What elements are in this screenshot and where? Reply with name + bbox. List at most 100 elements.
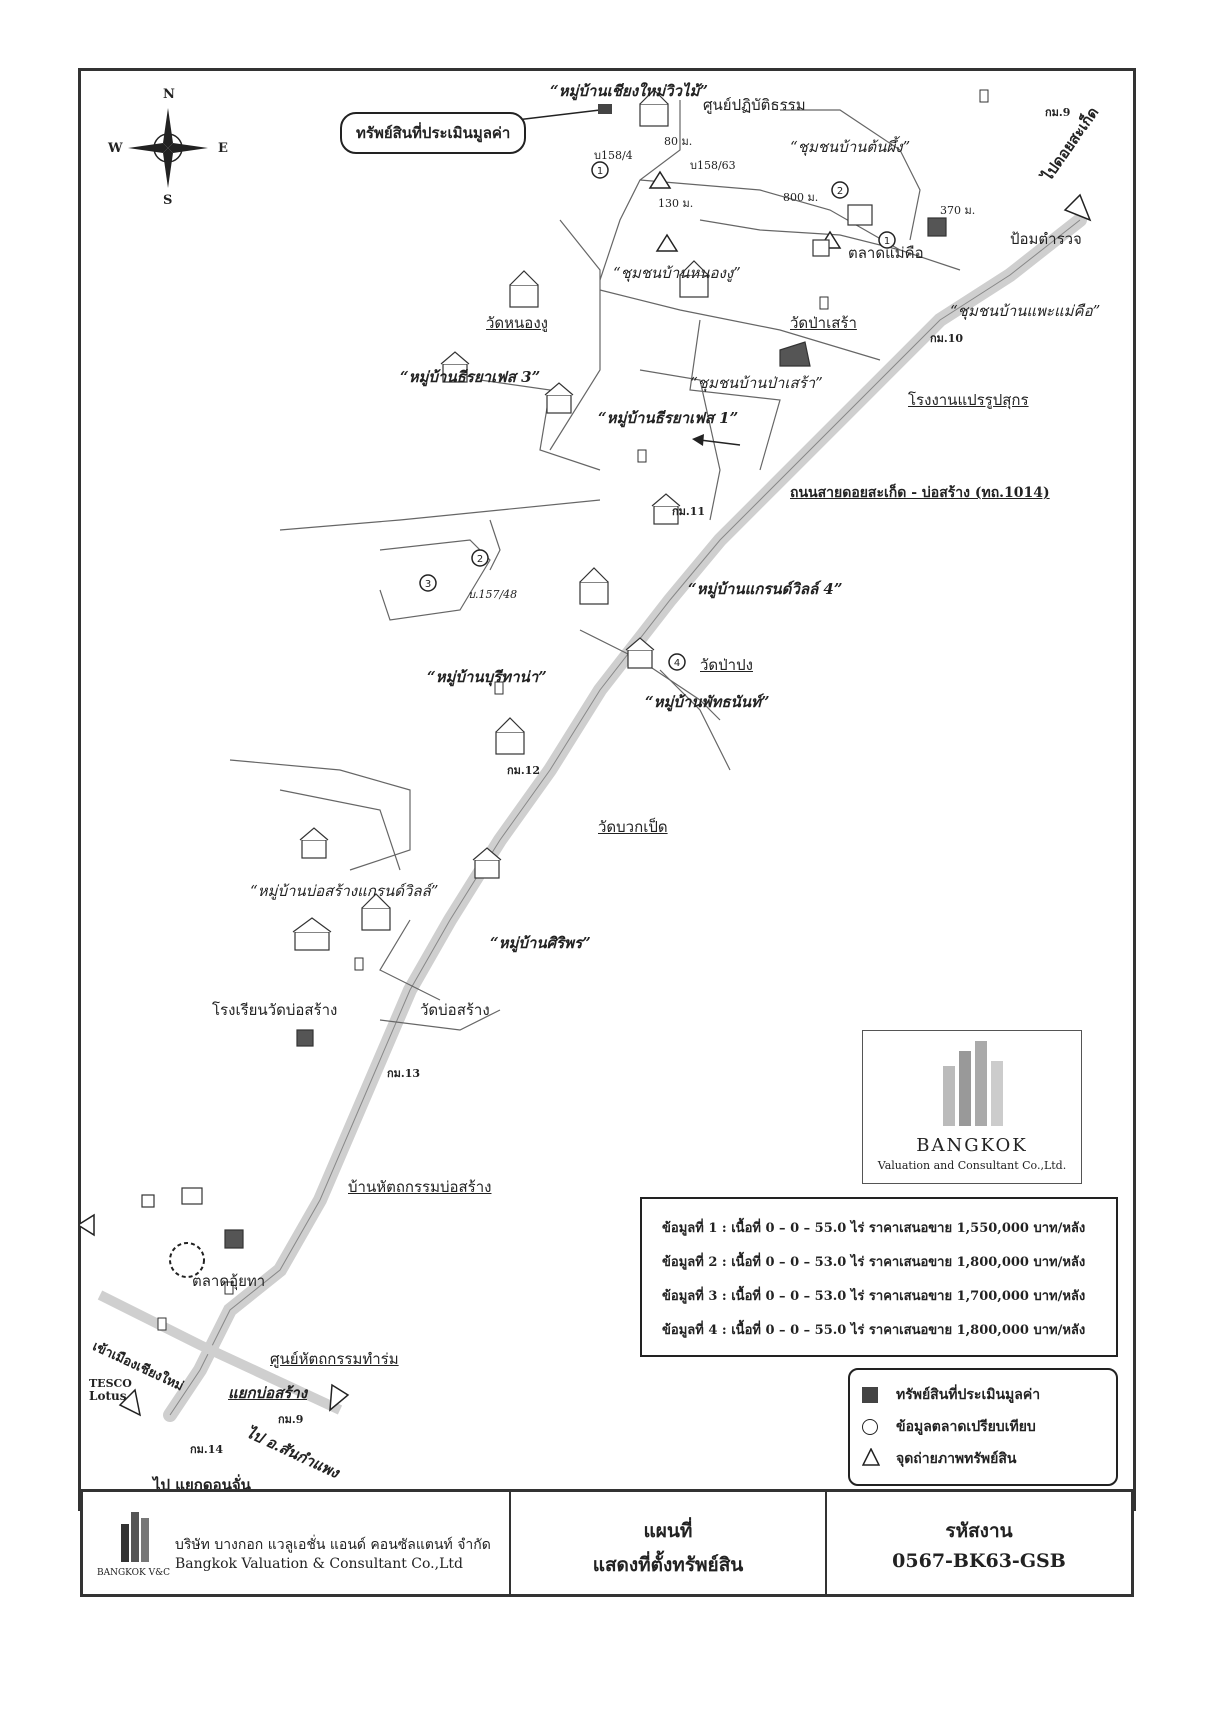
photo-triangle-icon [861, 1447, 881, 1470]
police-icon [927, 217, 947, 237]
legend-comparable: ข้อมูลตลาดเปรียบเทียบ [862, 1416, 1036, 1438]
label-village-teerawet1: “หมู่บ้านธีรยาเฟส 1” [598, 409, 739, 427]
label-km13: กม.13 [387, 1067, 421, 1080]
label-meditation-center: ศูนย์ปฏิบัติธรรม [703, 96, 806, 114]
legend-photo: จุดถ่ายภาพทรัพย์สิน [861, 1447, 1016, 1470]
subject-square-icon [862, 1387, 878, 1403]
footer-logo-icon [121, 1512, 149, 1562]
footer-company-en: Bangkok Valuation & Consultant Co.,Ltd [175, 1556, 463, 1572]
label-market-maekue: ตลาดแม่คือ [848, 244, 924, 262]
market-utha-icon [181, 1187, 203, 1205]
school-icon [294, 931, 330, 951]
label-village-bureerum: “หมู่บ้านบุรีทาน่า” [427, 668, 547, 686]
comparable-row-2: ข้อมูลที่ 2 : เนื้อที่ 0 – 0 – 53.0 ไร่ … [662, 1255, 1086, 1270]
label-wat-pasao: วัดป่าเสร้า [790, 314, 857, 332]
photo-point-markers [648, 170, 842, 252]
legend-subject: ทรัพย์สินที่ประเมินมูลค่า [862, 1384, 1040, 1406]
company-logo-graphic [943, 1041, 1003, 1126]
footer-title-line1: แผนที่ [643, 1520, 693, 1542]
label-km12: กม.12 [507, 764, 541, 777]
label-junction-borsang: แยกบ่อสร้าง [228, 1384, 308, 1402]
svg-text:2: 2 [837, 186, 843, 197]
svg-text:2: 2 [477, 554, 483, 565]
compass-w: W [108, 141, 123, 156]
svg-text:4: 4 [674, 658, 680, 669]
label-village-siriporn: “หมู่บ้านศิริพร” [490, 934, 591, 952]
compass-n: N [163, 87, 175, 102]
label-b158-63: บ158/63 [690, 159, 736, 172]
label-handicraft-center: ศูนย์หัตถกรรมทำร่ม [270, 1350, 399, 1368]
label-b157-48: บ.157/48 [468, 588, 518, 601]
label-wat-borsang: วัดบ่อสร้าง [420, 1001, 490, 1019]
tesco-icon [141, 1194, 155, 1208]
label-to-donchan: ไป แยกดอนจั่น [153, 1476, 251, 1494]
footer-title-line2: แสดงที่ตั้งทรัพย์สิน [592, 1554, 744, 1576]
label-km9-bottom: กม.9 [278, 1413, 304, 1426]
handicraft-center-icon [224, 1229, 244, 1249]
label-school-watborsang: โรงเรียนวัดบ่อสร้าง [212, 1001, 338, 1019]
logo-line1: BANGKOK [916, 1135, 1028, 1156]
label-wat-buakkhok: วัดบวกเป็ด [598, 818, 668, 836]
subject-property-marker [598, 104, 612, 114]
arrow-chiangmai [80, 1213, 95, 1237]
label-community-maekue: “ชุมชนบ้านแพะแม่คือ” [950, 302, 1101, 320]
comparable-row-1: ข้อมูลที่ 1 : เนื้อที่ 0 – 0 – 55.0 ไร่ … [662, 1221, 1086, 1236]
label-road-name: ถนนสายดอยสะเก็ด - บ่อสร้าง (ทถ.1014) [790, 485, 1050, 501]
label-police: ป้อมตำรวจ [1010, 230, 1082, 248]
comparable-circle-icon [862, 1419, 878, 1435]
footer-title-cell: แผนที่ แสดงที่ตั้งทรัพย์สิน [511, 1492, 827, 1594]
map-legend: ทรัพย์สินที่ประเมินมูลค่า ข้อมูลตลาดเปรี… [848, 1368, 1118, 1486]
label-village-chiangmai: “หมู่บ้านเชียงใหม่วิวไม้” [550, 82, 709, 100]
label-village-phuttanan: “หมู่บ้านพัทธนันท์” [645, 693, 770, 711]
svg-text:1: 1 [884, 236, 890, 247]
junction-circle [169, 1242, 205, 1278]
subject-callout: ทรัพย์สินที่ประเมินมูลค่า [340, 112, 527, 154]
temple-icons [361, 89, 709, 931]
footer-code-value: 0567-BK63-GSB [892, 1550, 1066, 1572]
svg-text:1: 1 [597, 166, 603, 177]
footer-logo-text: BANGKOK V&C [97, 1568, 171, 1578]
label-km10: กม.10 [930, 332, 964, 345]
label-dist-130: 130 ม. [658, 197, 694, 210]
label-market-utha: ตลาดอุ้ยทา [192, 1272, 266, 1290]
label-km14: กม.14 [190, 1443, 224, 1456]
label-community-pasao: “ชุมชนบ้านป่าเสร้า” [690, 374, 823, 392]
label-dist-80: 80 ม. [664, 135, 693, 148]
market-maekue-icon [847, 204, 873, 226]
title-block: BANGKOK V&C บริษัท บางกอก แวลูเอชั่น แอน… [80, 1489, 1134, 1597]
cross-road [97, 1290, 343, 1415]
village-icons [299, 351, 681, 879]
label-village-borsang-grandville: “หมู่บ้านบ่อสร้างแกรนด์วิลล์” [250, 882, 439, 900]
arrow-donchan [118, 1388, 142, 1417]
arrow-doisaket [1063, 193, 1092, 222]
km-post-icons [157, 89, 989, 1331]
label-dist-800: 800 ม. [783, 191, 819, 204]
label-pork-factory: โรงงานแปรรูปสุกร [908, 391, 1029, 409]
label-wat-nongngu: วัดหนองงู [486, 314, 548, 332]
svg-text:3: 3 [425, 579, 431, 590]
label-dist-370: 370 ม. [940, 204, 976, 217]
footer-code-label: รหัสงาน [945, 1520, 1013, 1542]
arrow-sankamphaeng [329, 1383, 350, 1412]
logo-line2: Valuation and Consultant Co.,Ltd. [877, 1159, 1067, 1172]
label-km9-top: กม.9 [1045, 106, 1071, 119]
footer-company-cell: BANGKOK V&C บริษัท บางกอก แวลูเอชั่น แอน… [83, 1492, 511, 1594]
comparable-row-4: ข้อมูลที่ 4 : เนื้อที่ 0 – 0 – 55.0 ไร่ … [662, 1323, 1086, 1338]
label-handicraft-house: บ้านหัตถกรรมบ่อสร้าง [348, 1178, 492, 1196]
footer-code-cell: รหัสงาน 0567-BK63-GSB [827, 1492, 1131, 1594]
label-community-nongngu: “ชุมชนบ้านหนองงู” [613, 264, 741, 282]
label-km11: กม.11 [672, 505, 706, 518]
footer-company-th: บริษัท บางกอก แวลูเอชั่น แอนด์ คอนซัลแตน… [175, 1537, 491, 1553]
seven-eleven-icon [812, 239, 830, 257]
soi-lines [229, 100, 961, 1031]
compass-rose: N S W E [108, 87, 228, 208]
label-b158-4: บ158/4 [594, 149, 633, 162]
label-wat-papong: วัดป่าปง [700, 656, 753, 674]
label-tesco: TESCO [89, 1377, 132, 1390]
compass-s: S [163, 193, 173, 208]
location-map: 1 2 1 2 3 4 [80, 89, 1092, 1422]
handicraft-house-icon [296, 1029, 314, 1047]
comparable-markers [419, 161, 896, 671]
factory-icon [779, 341, 811, 367]
company-logo-box: BANGKOK Valuation and Consultant Co.,Ltd… [862, 1030, 1082, 1184]
